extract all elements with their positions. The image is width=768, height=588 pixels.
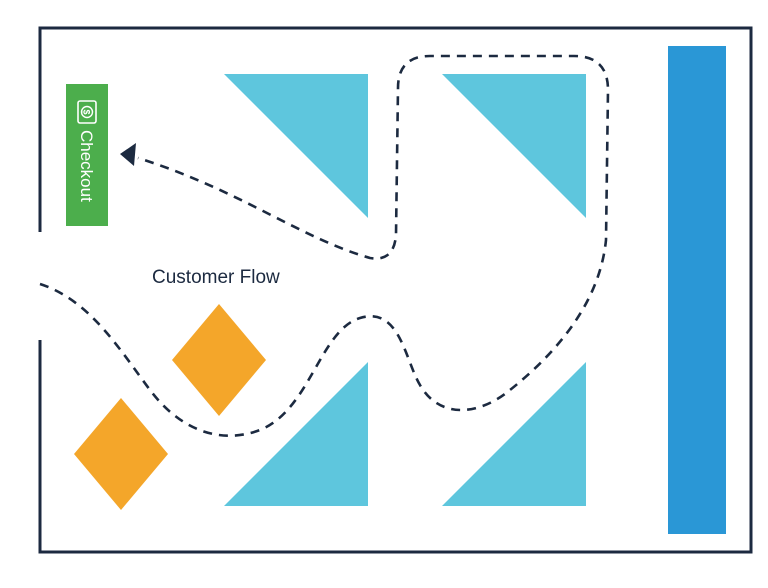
checkout-box [66, 84, 108, 226]
shelf-triangle-top-right [442, 74, 586, 218]
shelf-displays [224, 74, 586, 506]
store-wall-top-right-bottom [38, 26, 753, 554]
shelf-triangle-bottom-left [224, 362, 368, 506]
svg-text:$: $ [82, 109, 92, 114]
cash-register-dollar-icon: $ [77, 100, 97, 124]
customer-flow-label: Customer Flow [152, 267, 280, 288]
flow-arrowhead-icon [120, 143, 136, 166]
customer-flow-path [39, 54, 610, 438]
diamond-display-upper [172, 304, 266, 416]
promo-displays [74, 304, 266, 510]
store-walls [38, 26, 753, 554]
checkout-station: $ Checkout [66, 84, 108, 226]
wall-counter [668, 46, 726, 534]
shelf-triangle-bottom-right [442, 362, 586, 506]
shelf-triangle-top-left [224, 74, 368, 218]
checkout-label: Checkout [77, 130, 96, 202]
diamond-display-lower [74, 398, 168, 510]
